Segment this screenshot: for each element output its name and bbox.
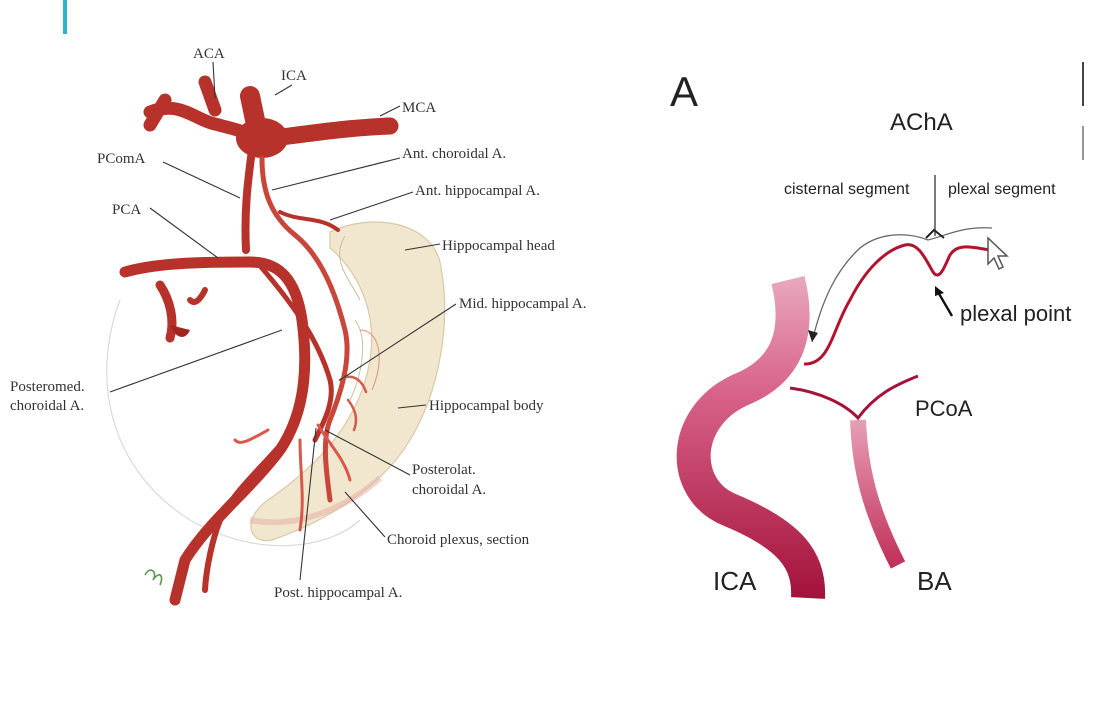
left-anatomy-diagram: ACA ICA MCA PComA Ant. choroidal A. Ant.… <box>10 46 587 606</box>
label-mca: MCA <box>402 100 436 116</box>
label-post-hippocampal: Post. hippocampal A. <box>274 585 402 601</box>
label-posteromed-line2: choroidal A. <box>10 398 84 414</box>
pca-artery <box>119 256 311 606</box>
label-aca: ACA <box>193 46 225 62</box>
label-hippocampal-body: Hippocampal body <box>429 398 544 414</box>
ba-vessel <box>850 419 906 569</box>
ant-hippocampal-artery <box>278 210 340 232</box>
mouse-pointer-icon <box>987 236 1009 271</box>
label-ant-hippocampal: Ant. hippocampal A. <box>415 183 540 199</box>
plexal-point-label: plexal point <box>960 301 1071 326</box>
label-pca: PCA <box>112 202 141 218</box>
acha-title: AChA <box>890 109 953 136</box>
aca-artery <box>143 75 257 142</box>
cisternal-segment-label: cisternal segment <box>784 181 910 198</box>
label-posteromed-line1: Posteromed. <box>10 379 85 395</box>
label-choroid-plexus: Choroid plexus, section <box>387 532 530 548</box>
label-posterolat-line1: Posterolat. <box>412 462 476 478</box>
acha-vessel <box>803 243 991 366</box>
ica-label: ICA <box>713 566 757 596</box>
pcoma-artery <box>241 146 256 254</box>
choroid-plexus-section <box>249 475 383 526</box>
temporal-lobe-outline <box>106 299 361 547</box>
cisternal-outline <box>811 227 993 343</box>
label-ica: ICA <box>281 68 307 84</box>
ba-label: BA <box>917 566 952 596</box>
artist-signature <box>144 569 163 586</box>
slide-accent-bar <box>63 0 67 34</box>
panel-letter: A <box>670 68 698 115</box>
label-mid-hippocampal: Mid. hippocampal A. <box>459 296 587 312</box>
pcoa-vessel <box>789 374 919 421</box>
ica-stem <box>240 86 265 130</box>
label-pcoma: PComA <box>97 151 146 167</box>
label-ant-choroidal: Ant. choroidal A. <box>402 146 506 162</box>
slide-edge-mark <box>1082 126 1084 160</box>
slide-edge-mark <box>1082 62 1084 106</box>
right-acha-schematic: A AChA cisternal segment plexal segment … <box>670 68 1071 599</box>
pcoa-label: PCoA <box>915 396 973 421</box>
label-hippocampal-head: Hippocampal head <box>442 238 555 254</box>
plexal-segment-label: plexal segment <box>948 181 1056 198</box>
label-posterolat-line2: choroidal A. <box>412 482 486 498</box>
ica-vessel <box>676 276 826 599</box>
